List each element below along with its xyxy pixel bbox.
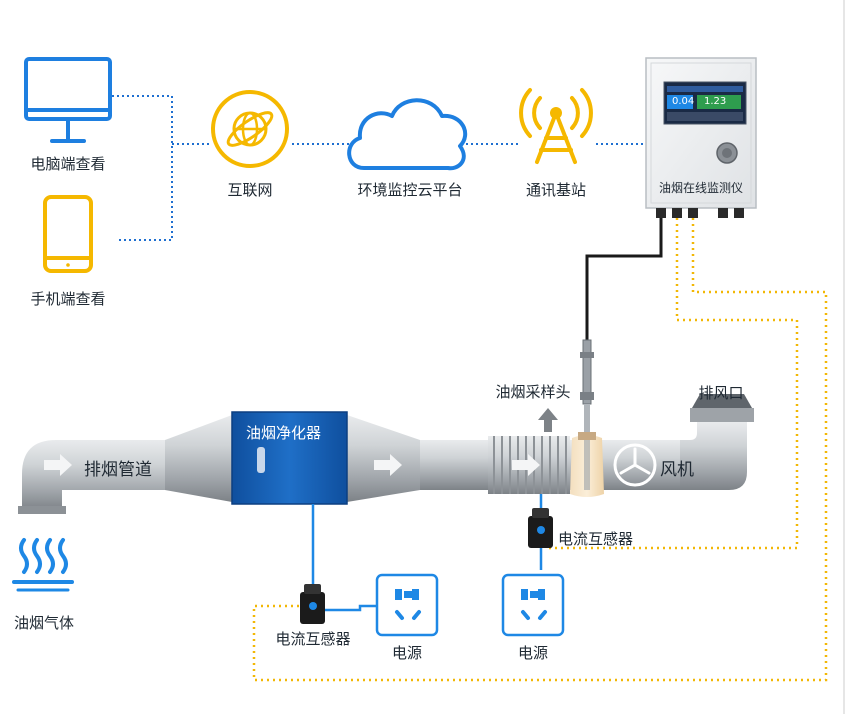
cloud-platform-label: 环境监控云平台 bbox=[357, 181, 463, 199]
arrow-up-icon bbox=[538, 408, 558, 432]
monitor-icon bbox=[24, 57, 112, 143]
base-station-label: 通讯基站 bbox=[525, 181, 587, 199]
monitor-screen-value-1: 0.04 bbox=[672, 96, 695, 107]
monitor-device bbox=[645, 57, 757, 209]
cloud-icon bbox=[347, 98, 468, 171]
current-transformer-icon bbox=[528, 508, 553, 548]
phone-view-label: 手机端查看 bbox=[30, 290, 106, 308]
power-socket-icon bbox=[375, 573, 439, 637]
fume-purifier-label: 油烟净化器 bbox=[246, 424, 322, 442]
fume-purifier bbox=[231, 411, 348, 505]
power-label-right: 电源 bbox=[517, 644, 549, 662]
fan-label: 风机 bbox=[660, 460, 694, 480]
power-socket-icon bbox=[501, 573, 565, 637]
arrow-right-icon bbox=[44, 454, 540, 476]
fan-icon bbox=[613, 443, 657, 487]
current-transformer-icon bbox=[300, 584, 325, 624]
monitor-screen-value-2: 1.23 bbox=[704, 96, 727, 107]
monitor-connectors bbox=[656, 208, 744, 218]
power-label-left: 电源 bbox=[391, 644, 423, 662]
exhaust-duct bbox=[18, 394, 754, 514]
exhaust-duct-label: 排烟管道 bbox=[84, 460, 152, 480]
current-transformer-label-right: 电流互感器 bbox=[558, 530, 634, 548]
exhaust-outlet-label: 排风口 bbox=[698, 384, 744, 402]
sampling-probe bbox=[570, 339, 604, 497]
fume-gas-label: 油烟气体 bbox=[13, 614, 75, 632]
smoke-icon bbox=[12, 538, 74, 592]
signal-wires bbox=[252, 218, 828, 682]
signal-tower-icon bbox=[519, 88, 593, 164]
globe-icon bbox=[211, 90, 289, 168]
monitor-device-label: 油烟在线监测仪 bbox=[658, 181, 744, 195]
sampling-probe-label: 油烟采样头 bbox=[495, 383, 571, 401]
current-transformer-label-left: 电流互感器 bbox=[275, 630, 351, 648]
probe-cable bbox=[585, 218, 663, 340]
tablet-icon bbox=[43, 195, 93, 273]
pc-view-label: 电脑端查看 bbox=[30, 155, 106, 173]
network-links bbox=[112, 95, 644, 241]
internet-label: 互联网 bbox=[227, 181, 273, 199]
